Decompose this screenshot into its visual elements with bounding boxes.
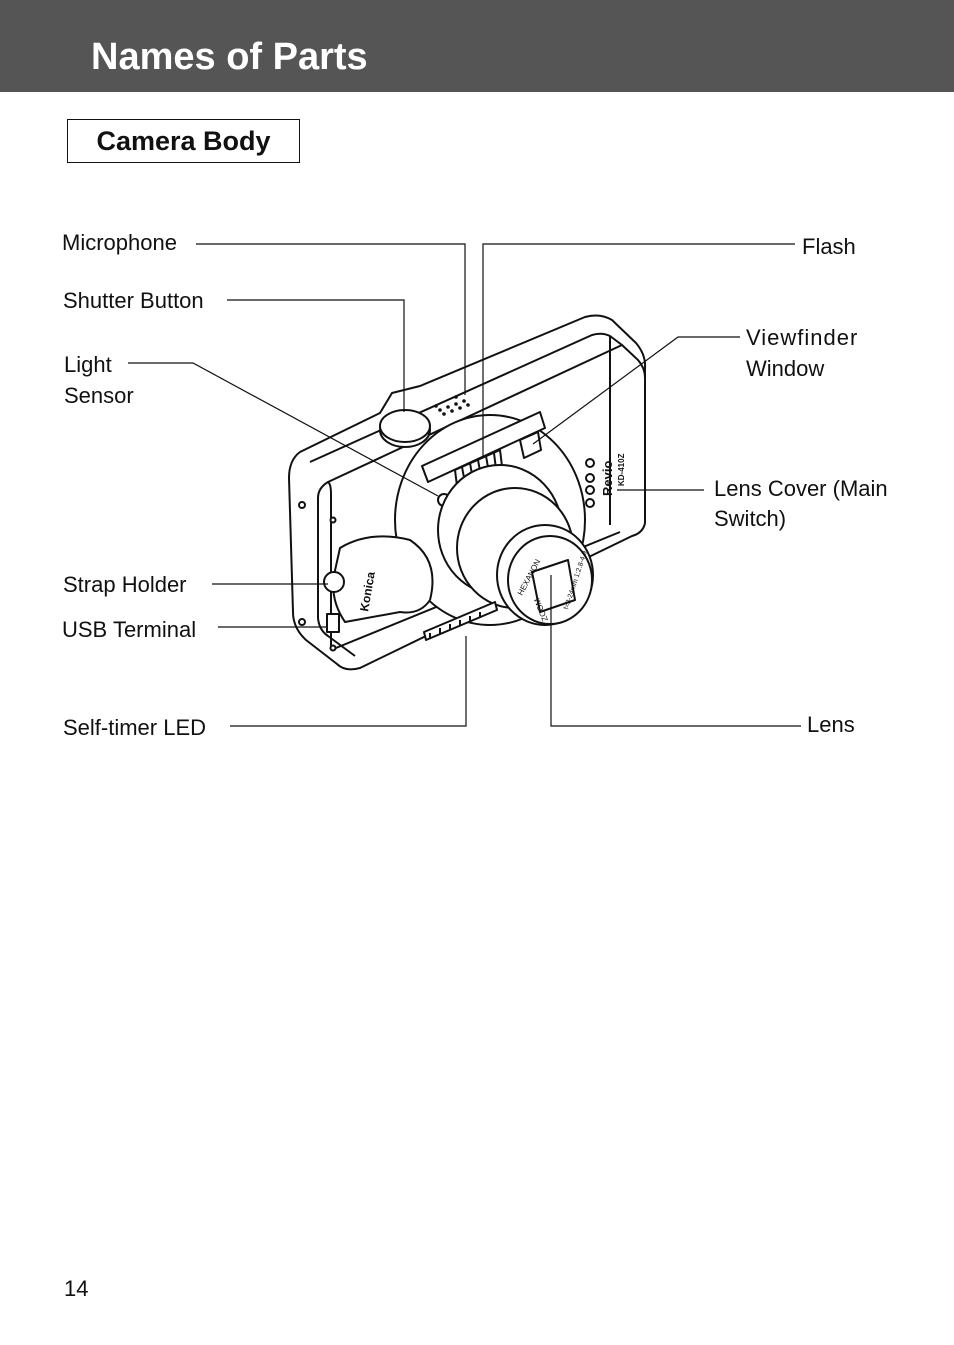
leader-flash [482, 243, 795, 458]
section-heading-box: Camera Body [67, 119, 300, 163]
label-usb-terminal: USB Terminal [62, 617, 197, 642]
label-lens: Lens [807, 712, 855, 737]
label-light-sensor-line2: Sensor [64, 383, 134, 408]
leader-shutter-button [227, 299, 405, 412]
label-viewfinder-line2: Window [746, 356, 825, 381]
camera-maker-marking: Konica [357, 570, 378, 612]
label-microphone: Microphone [62, 230, 177, 255]
leader-light-sensor [128, 362, 439, 497]
leader-viewfinder-window [532, 336, 740, 445]
leader-self-timer-led [230, 636, 467, 727]
camera-body-diagram: Revio KD-410Z Konica HEXANON ZOOM f=8-24… [128, 243, 801, 727]
camera-brand-marking: Revio [600, 461, 615, 496]
label-shutter-button: Shutter Button [63, 288, 204, 313]
page-title: Names of Parts [91, 36, 368, 78]
page-number: 14 [64, 1276, 89, 1301]
camera-model-marking: KD-410Z [617, 453, 626, 486]
label-flash: Flash [802, 234, 856, 259]
label-strap-holder: Strap Holder [63, 572, 187, 597]
label-lens-cover-line2: Switch) [714, 506, 787, 531]
leader-lens [550, 575, 801, 727]
leader-lines [128, 243, 801, 727]
label-self-timer-led: Self-timer LED [63, 715, 207, 740]
leader-microphone [196, 243, 466, 395]
label-viewfinder-line1: Viewfinder [746, 325, 859, 350]
section-title: Camera Body [96, 125, 271, 156]
camera-illustration [288, 314, 647, 671]
label-light-sensor-line1: Light [64, 352, 112, 377]
label-lens-cover-line1: Lens Cover (Main [714, 476, 888, 501]
header-bar [0, 0, 954, 92]
